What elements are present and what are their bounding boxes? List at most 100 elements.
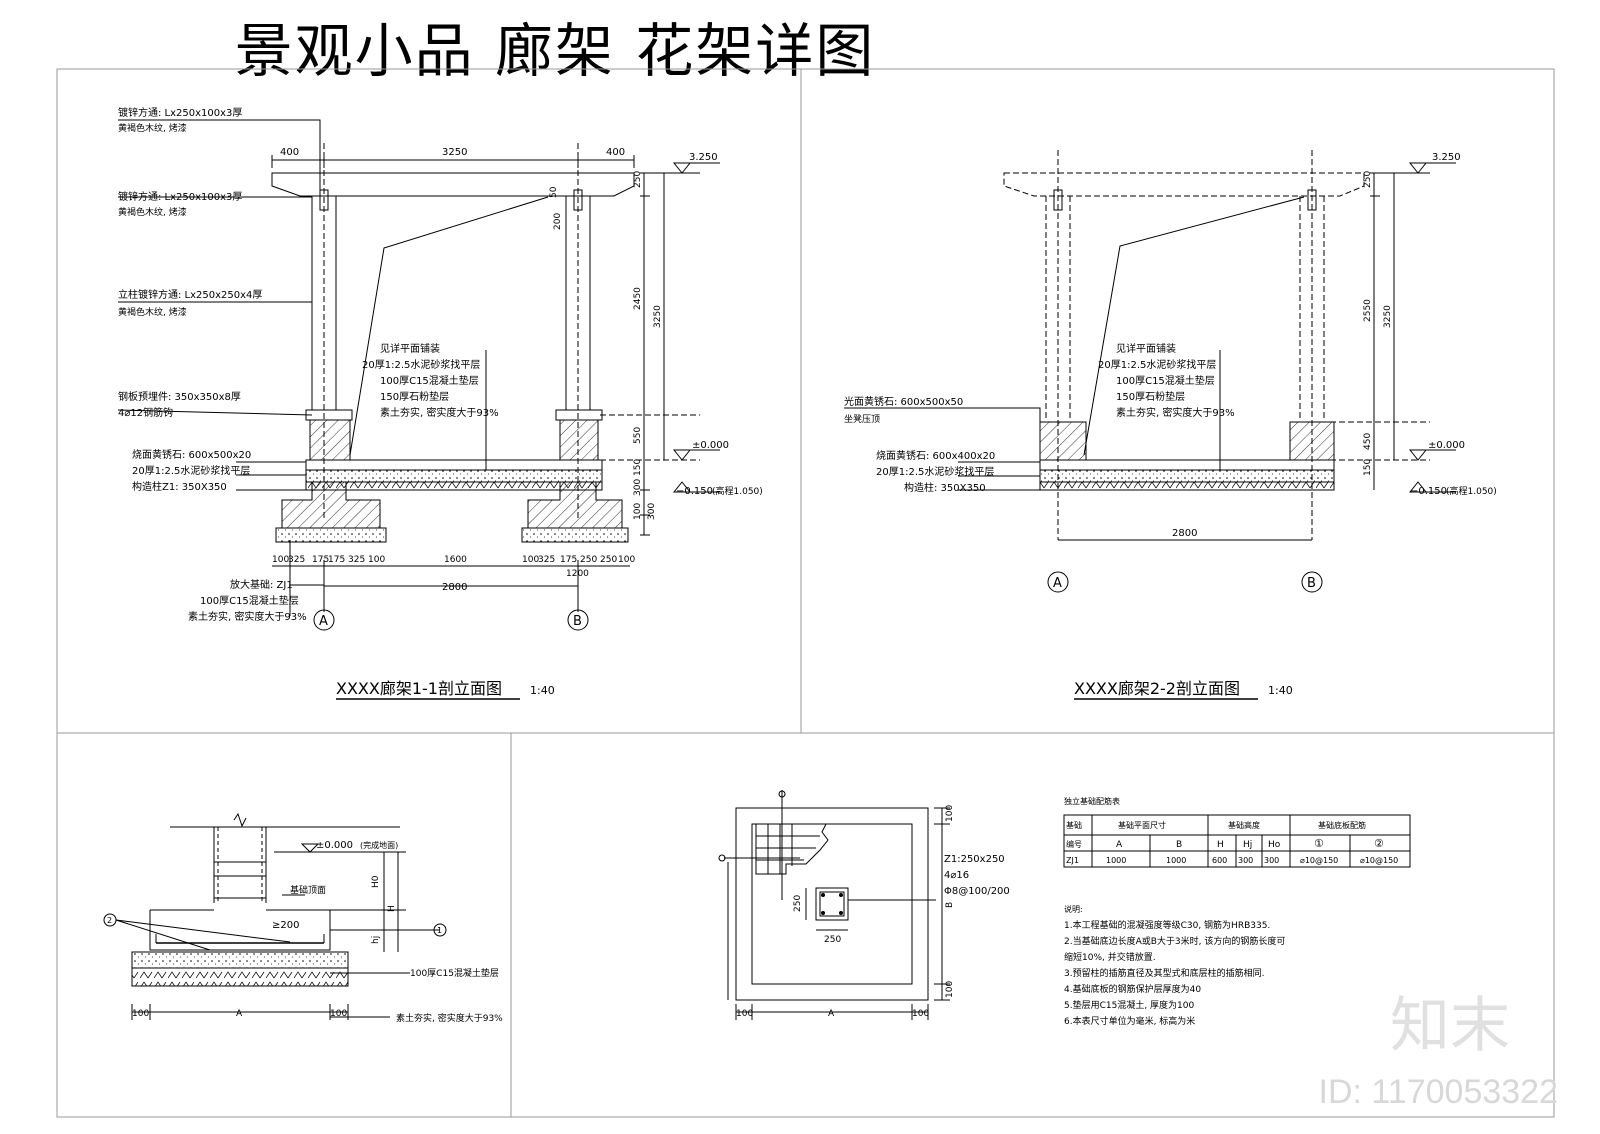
dim-b-3: 175: [312, 555, 329, 565]
dim-b-15: 2800: [442, 582, 467, 593]
note-14: 素土夯实, 密实度大于93%: [188, 610, 307, 623]
th2-2: A: [1116, 840, 1123, 850]
dim-top-1: 400: [280, 147, 299, 158]
s2-floor-3: 100厚C15混凝土垫层: [1116, 374, 1215, 387]
notes-6: 5.垫层用C15混凝土, 厚度为100: [1064, 999, 1194, 1011]
fd-hj: hj: [371, 936, 381, 944]
td-2: 1000: [1106, 856, 1126, 865]
fp-col: Z1:250x250: [944, 854, 1005, 865]
dim-b-4: 175: [328, 555, 345, 565]
elev-low-note: (高程1.050): [712, 485, 763, 497]
th2-8: ②: [1374, 837, 1384, 850]
dim-r-1: 250: [633, 171, 643, 188]
notes-4: 3.预留柱的插筋直径及其型式和底层柱的插筋相同.: [1064, 967, 1264, 979]
dim-mid-2: 50: [549, 186, 559, 198]
td-5: 300: [1238, 856, 1253, 865]
fd-circle-2: 2: [107, 916, 112, 925]
td-1: ZJ1: [1066, 856, 1079, 865]
s2-elev-zero: ±0.000: [1428, 440, 1465, 451]
notes-title: 说明:: [1064, 904, 1083, 914]
axis-b: B: [573, 614, 582, 629]
rebar-table: 独立基础配筋表 基础 基础平面尺寸 基础高度 基础底板配筋 编号 A B H H…: [1063, 796, 1411, 868]
dim-b-6: 100: [368, 555, 385, 565]
s2-note-5: 构造柱: 350X350: [904, 481, 986, 494]
fp-dim-r-3: 100: [945, 981, 955, 998]
s2-dim-r-1: 250: [1363, 171, 1373, 188]
th1-3: 基础高度: [1228, 820, 1260, 830]
fd-dim-3: 100: [330, 1009, 347, 1019]
watermark-logo: 知末: [1390, 991, 1510, 1061]
section-2-scale: 1:40: [1268, 684, 1293, 697]
section-2-caption: XXXX廊架2-2剖立面图: [1074, 679, 1240, 698]
notes-2: 2.当基础底边长度A或B大于3米时, 该方向的钢筋长度可: [1064, 935, 1285, 947]
s2-note-3: 烧面黄锈石: 600x400x20: [876, 449, 995, 462]
section-1-scale: 1:40: [530, 684, 555, 697]
dim-r-3: 3250: [653, 305, 663, 328]
dim-b-5: 325: [348, 555, 365, 565]
s2-floor-5: 素土夯实, 密实度大于93%: [1116, 406, 1235, 419]
dim-r-7: 100: [633, 503, 643, 520]
s2-axis-b: B: [1307, 576, 1316, 591]
s2-note-2: 坐凳压顶: [844, 414, 880, 425]
th2-4: H: [1217, 840, 1224, 850]
fd-elev-note: (完成地面): [360, 840, 398, 850]
sheet-frame: [56, 68, 1555, 1118]
th2-1: 编号: [1066, 839, 1082, 849]
table-title: 独立基础配筋表: [1064, 796, 1120, 806]
fd-soil: 素土夯实, 密实度大于93%: [396, 1012, 503, 1024]
dim-r-6: 300: [633, 479, 643, 496]
note-1: 镀锌方通: Lx250x100x3厚: [118, 106, 242, 119]
note-8: 4⌀12钢筋钩: [118, 406, 173, 419]
s2-dim-r-2: 2550: [1363, 299, 1373, 322]
s2-axis-a: A: [1053, 576, 1062, 591]
note-2: 黄褐色木纹, 烤漆: [118, 122, 187, 134]
s2-note-4: 20厚1:2.5水泥砂浆找平层: [876, 465, 994, 478]
s2-floor-4: 150厚石粉垫层: [1116, 390, 1185, 403]
note-11: 构造柱Z1: 350X350: [132, 480, 227, 493]
elev-zero: ±0.000: [692, 440, 729, 451]
dim-b-7: 1600: [444, 555, 467, 565]
fp-dim-b-1: 100: [736, 1009, 753, 1019]
fd-bed: 100厚C15混凝土垫层: [410, 967, 499, 979]
note-13: 100厚C15混凝土垫层: [200, 594, 299, 607]
dim-mid-1: 200: [553, 213, 563, 230]
dim-b-14: 1200: [566, 569, 589, 579]
fp-dim-r-1: 100: [945, 805, 955, 822]
axis-a: A: [319, 614, 328, 629]
dim-b-13: 100: [618, 555, 635, 565]
s2-note-1: 光面黄锈石: 600x500x50: [844, 395, 963, 408]
fd-elev: ±0.000: [316, 840, 353, 851]
td-8: ⌀10@150: [1360, 856, 1398, 865]
section-2-2-drawing: [844, 150, 1456, 593]
dim-top-2: 3250: [442, 147, 467, 158]
section-1-caption: XXXX廊架1-1剖立面图: [336, 679, 502, 698]
fp-dim-b-3: 100: [912, 1009, 929, 1019]
fd-ge200: ≥200: [272, 920, 299, 931]
fp-rebar-1: 4⌀16: [944, 870, 969, 881]
note-6: 黄褐色木纹, 烤漆: [118, 306, 187, 318]
dim-b-10: 175: [560, 555, 577, 565]
th1-1: 基础: [1066, 820, 1082, 830]
note-5: 立柱镀锌方通: Lx250x250x4厚: [118, 288, 262, 301]
notes-block: 说明: 1.本工程基础的混凝强度等级C30, 钢筋为HRB335. 2.当基础底…: [1064, 904, 1285, 1027]
note-12: 放大基础: ZJ1: [230, 578, 293, 591]
fp-dim-250a: 250: [793, 895, 803, 912]
s2-dim-r-3: 3250: [1383, 305, 1393, 328]
notes-5: 4.基础底板的钢筋保护层厚度为40: [1064, 983, 1201, 995]
s2-floor-2: 20厚1:2.5水泥砂浆找平层: [1098, 358, 1216, 371]
td-4: 600: [1212, 856, 1227, 865]
dim-b-12: 250: [600, 555, 617, 565]
fd-circle-1: 1: [437, 926, 442, 935]
dim-r-5: 150: [633, 459, 643, 476]
th2-5: Hj: [1243, 840, 1252, 850]
dim-b-1: 100: [272, 555, 289, 565]
footing-detail-texts: ±0.000 (完成地面) 基础顶面 ≥200 H0 H hj 100厚C15混…: [107, 840, 503, 1024]
floor-note-3: 100厚C15混凝土垫层: [380, 374, 479, 387]
dim-top-3: 400: [606, 147, 625, 158]
floor-note-1: 见详平面铺装: [380, 342, 440, 355]
dim-b-8: 100: [522, 555, 539, 565]
floor-note-4: 150厚石粉垫层: [380, 390, 449, 403]
dim-b-9: 325: [538, 555, 555, 565]
fp-dim-r-2: B: [945, 902, 955, 908]
